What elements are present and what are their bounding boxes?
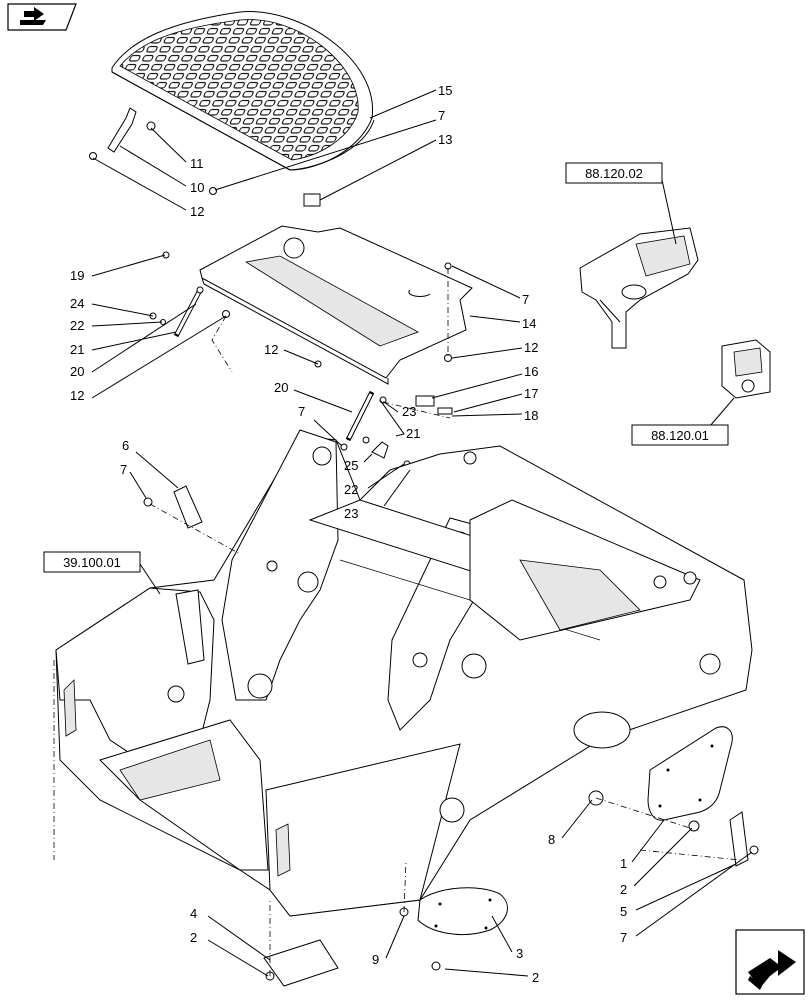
callout: 2: [532, 970, 539, 985]
leader-lines: [91, 89, 753, 977]
main-frame: [55, 429, 753, 917]
side-bracket: [729, 811, 749, 867]
callout: 12: [264, 342, 278, 357]
callout: 7: [120, 462, 127, 477]
callout: 14: [522, 316, 536, 331]
grille-bracket: [107, 107, 137, 153]
callout: 10: [190, 180, 204, 195]
ref-box-88-120-01[interactable]: 88.120.01: [631, 424, 729, 446]
callout: 3: [516, 946, 523, 961]
callout: 9: [372, 952, 379, 967]
callout: 18: [524, 408, 538, 423]
ref-box-88-120-02[interactable]: 88.120.02: [565, 162, 663, 184]
callout: 1: [620, 856, 627, 871]
ref-part-88-120-01: [721, 339, 771, 399]
callout: 20: [274, 380, 288, 395]
callout: 2: [620, 882, 627, 897]
ref-label-88-120-02: 88.120.02: [585, 166, 643, 181]
callout: 5: [620, 904, 627, 919]
callout: 16: [524, 364, 538, 379]
gas-spring-right: [345, 390, 375, 442]
bottom-cover-plate: [417, 887, 508, 936]
callout: 12: [70, 388, 84, 403]
callout: 12: [524, 340, 538, 355]
gas-spring-left: [173, 286, 204, 338]
grille-hardware: [89, 121, 321, 207]
callout: 23: [402, 404, 416, 419]
callout: 7: [438, 108, 445, 123]
callout: 8: [548, 832, 555, 847]
strap-bracket: [173, 485, 203, 529]
side-cover-plate: [647, 726, 733, 821]
rear-grille: [111, 11, 375, 171]
callout: 22: [344, 482, 358, 497]
callout: 21: [406, 426, 420, 441]
ref-label-88-120-01: 88.120.01: [651, 428, 709, 443]
callout: 24: [70, 296, 84, 311]
callout: 4: [190, 906, 197, 921]
callout: 19: [70, 268, 84, 283]
callout: 21: [70, 342, 84, 357]
callout: 22: [70, 318, 84, 333]
ref-label-39-100-01: 39.100.01: [63, 555, 121, 570]
callout: 20: [70, 364, 84, 379]
callout: 23: [344, 506, 358, 521]
callout-labels: 15 7 13 11 10 12 19 7 24 14 22 21 20 12 …: [70, 83, 627, 985]
callout: 7: [298, 404, 305, 419]
access-cover: [199, 225, 473, 385]
small-plate: [263, 939, 339, 987]
callout: 7: [620, 930, 627, 945]
callout: 6: [122, 438, 129, 453]
callout: 12: [190, 204, 204, 219]
callout: 17: [524, 386, 538, 401]
callout: 2: [190, 930, 197, 945]
callout: 7: [522, 292, 529, 307]
callout: 25: [344, 458, 358, 473]
book-arrow-icon[interactable]: [7, 3, 77, 31]
callout: 15: [438, 83, 452, 98]
ref-part-88-120-02: [579, 227, 699, 349]
assembly-lines: [53, 268, 741, 976]
next-page-arrow-icon[interactable]: [735, 929, 805, 995]
callout: 11: [190, 156, 204, 171]
ref-box-39-100-01[interactable]: 39.100.01: [43, 551, 141, 573]
callout: 13: [438, 132, 452, 147]
